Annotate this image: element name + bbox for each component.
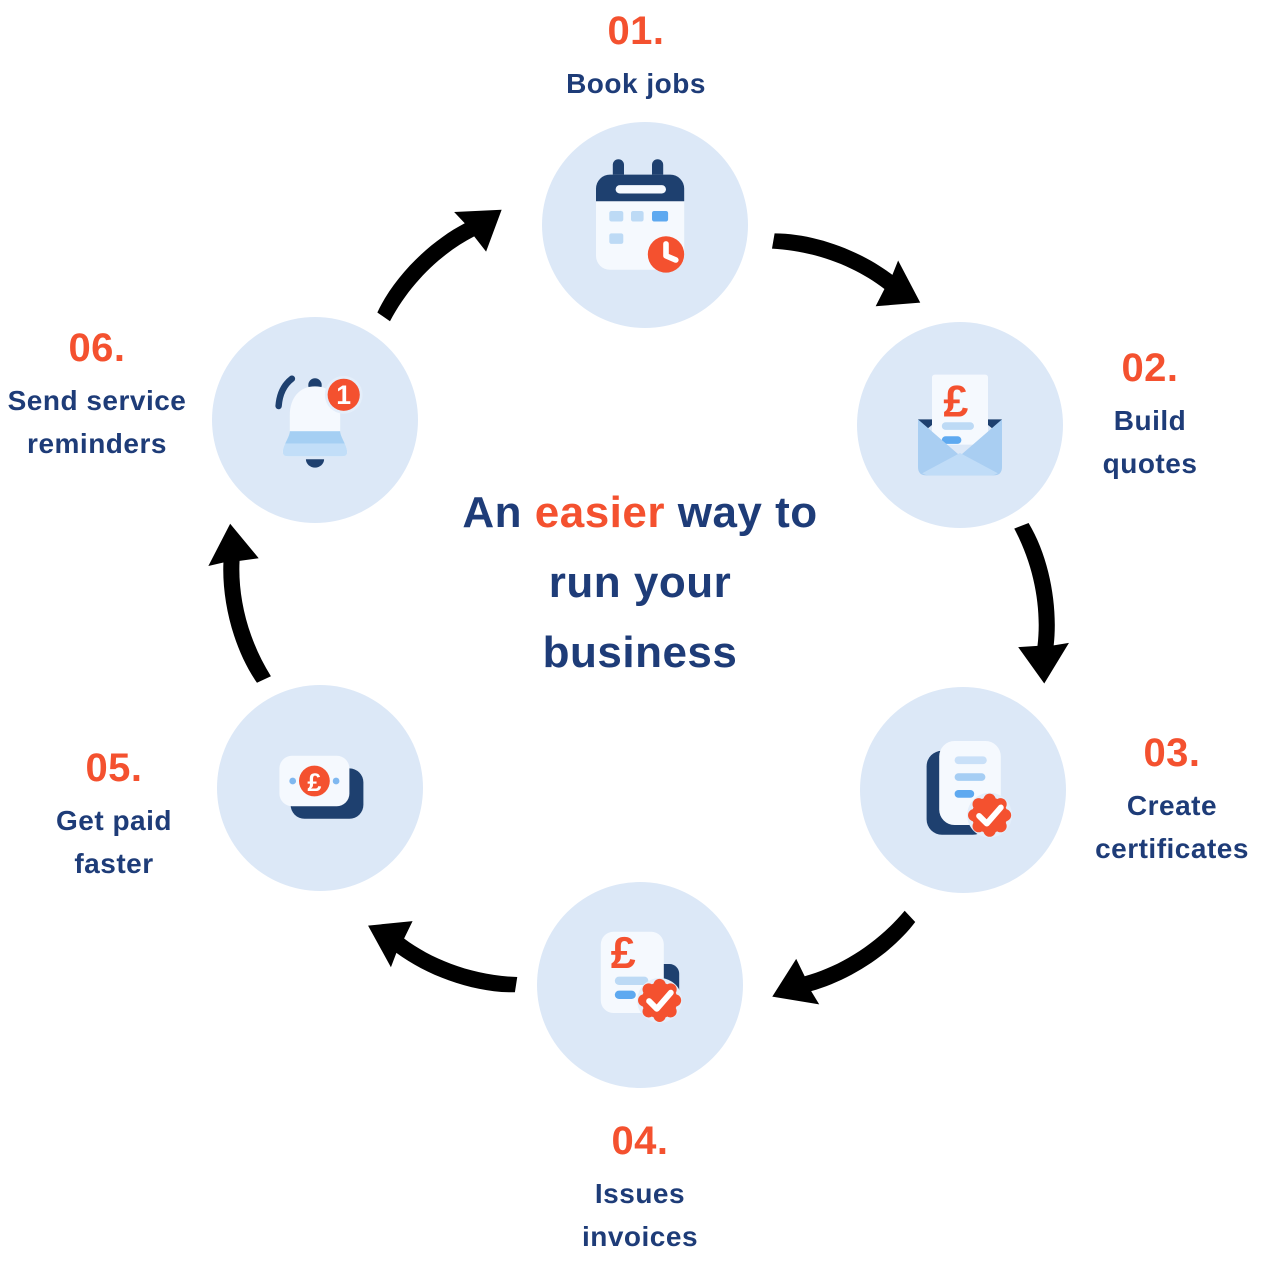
pound-symbol: £ bbox=[943, 377, 968, 427]
step-3-text: 03. Create certificates bbox=[1077, 730, 1267, 870]
heading-part-3: way to run your business bbox=[542, 488, 818, 677]
certificate-check-icon bbox=[926, 741, 1033, 860]
heading-part-highlight: easier bbox=[534, 488, 665, 537]
flow-arrow-icon bbox=[355, 895, 523, 1031]
flow-arrow-icon bbox=[1008, 522, 1074, 685]
step-2-circle: £ bbox=[857, 322, 1063, 528]
pound-symbol: £ bbox=[307, 769, 321, 797]
step-number: 01. bbox=[607, 9, 665, 53]
quote-envelope-icon: £ bbox=[918, 374, 1002, 476]
step-4-circle: £ bbox=[537, 882, 743, 1088]
step-number: 02. bbox=[1121, 346, 1179, 390]
bell-notification-icon: 1 bbox=[275, 375, 363, 468]
step-6-text: 06. Send service reminders bbox=[0, 325, 197, 465]
step-2-text: 02. Build quotes bbox=[1070, 345, 1230, 485]
step-5-text: 05. Get paid faster bbox=[39, 745, 189, 885]
step-label: Build quotes bbox=[1102, 405, 1198, 479]
step-3-circle bbox=[860, 687, 1066, 893]
flow-arrow-icon bbox=[760, 908, 931, 1019]
step-label: Create certificates bbox=[1095, 790, 1249, 864]
step-label: Issues invoices bbox=[581, 1178, 699, 1252]
step-number: 06. bbox=[68, 326, 126, 370]
banknote-icon: £ bbox=[279, 755, 364, 819]
step-label: Get paid faster bbox=[55, 805, 172, 879]
step-number: 03. bbox=[1143, 731, 1201, 775]
step-5-circle: £ bbox=[217, 685, 423, 891]
flow-arrow-icon bbox=[353, 189, 521, 325]
flow-arrow-icon bbox=[206, 522, 272, 685]
invoice-check-icon: £ bbox=[600, 928, 710, 1055]
heading-part-1: An bbox=[462, 488, 523, 537]
step-label: Book jobs bbox=[566, 68, 706, 99]
pound-symbol: £ bbox=[611, 928, 636, 978]
notification-count: 1 bbox=[336, 380, 351, 410]
step-number: 05. bbox=[85, 746, 143, 790]
step-4-text: 04. Issues invoices bbox=[565, 1118, 715, 1258]
step-1-text: 01. Book jobs bbox=[536, 8, 736, 105]
step-1-circle bbox=[542, 122, 748, 328]
step-number: 04. bbox=[611, 1119, 669, 1163]
calendar-clock-icon bbox=[596, 159, 685, 273]
step-6-circle: 1 bbox=[212, 317, 418, 523]
step-label: Send service reminders bbox=[7, 385, 187, 459]
flow-arrow-icon bbox=[766, 196, 933, 333]
center-heading: An easier way to run your business bbox=[450, 478, 830, 688]
